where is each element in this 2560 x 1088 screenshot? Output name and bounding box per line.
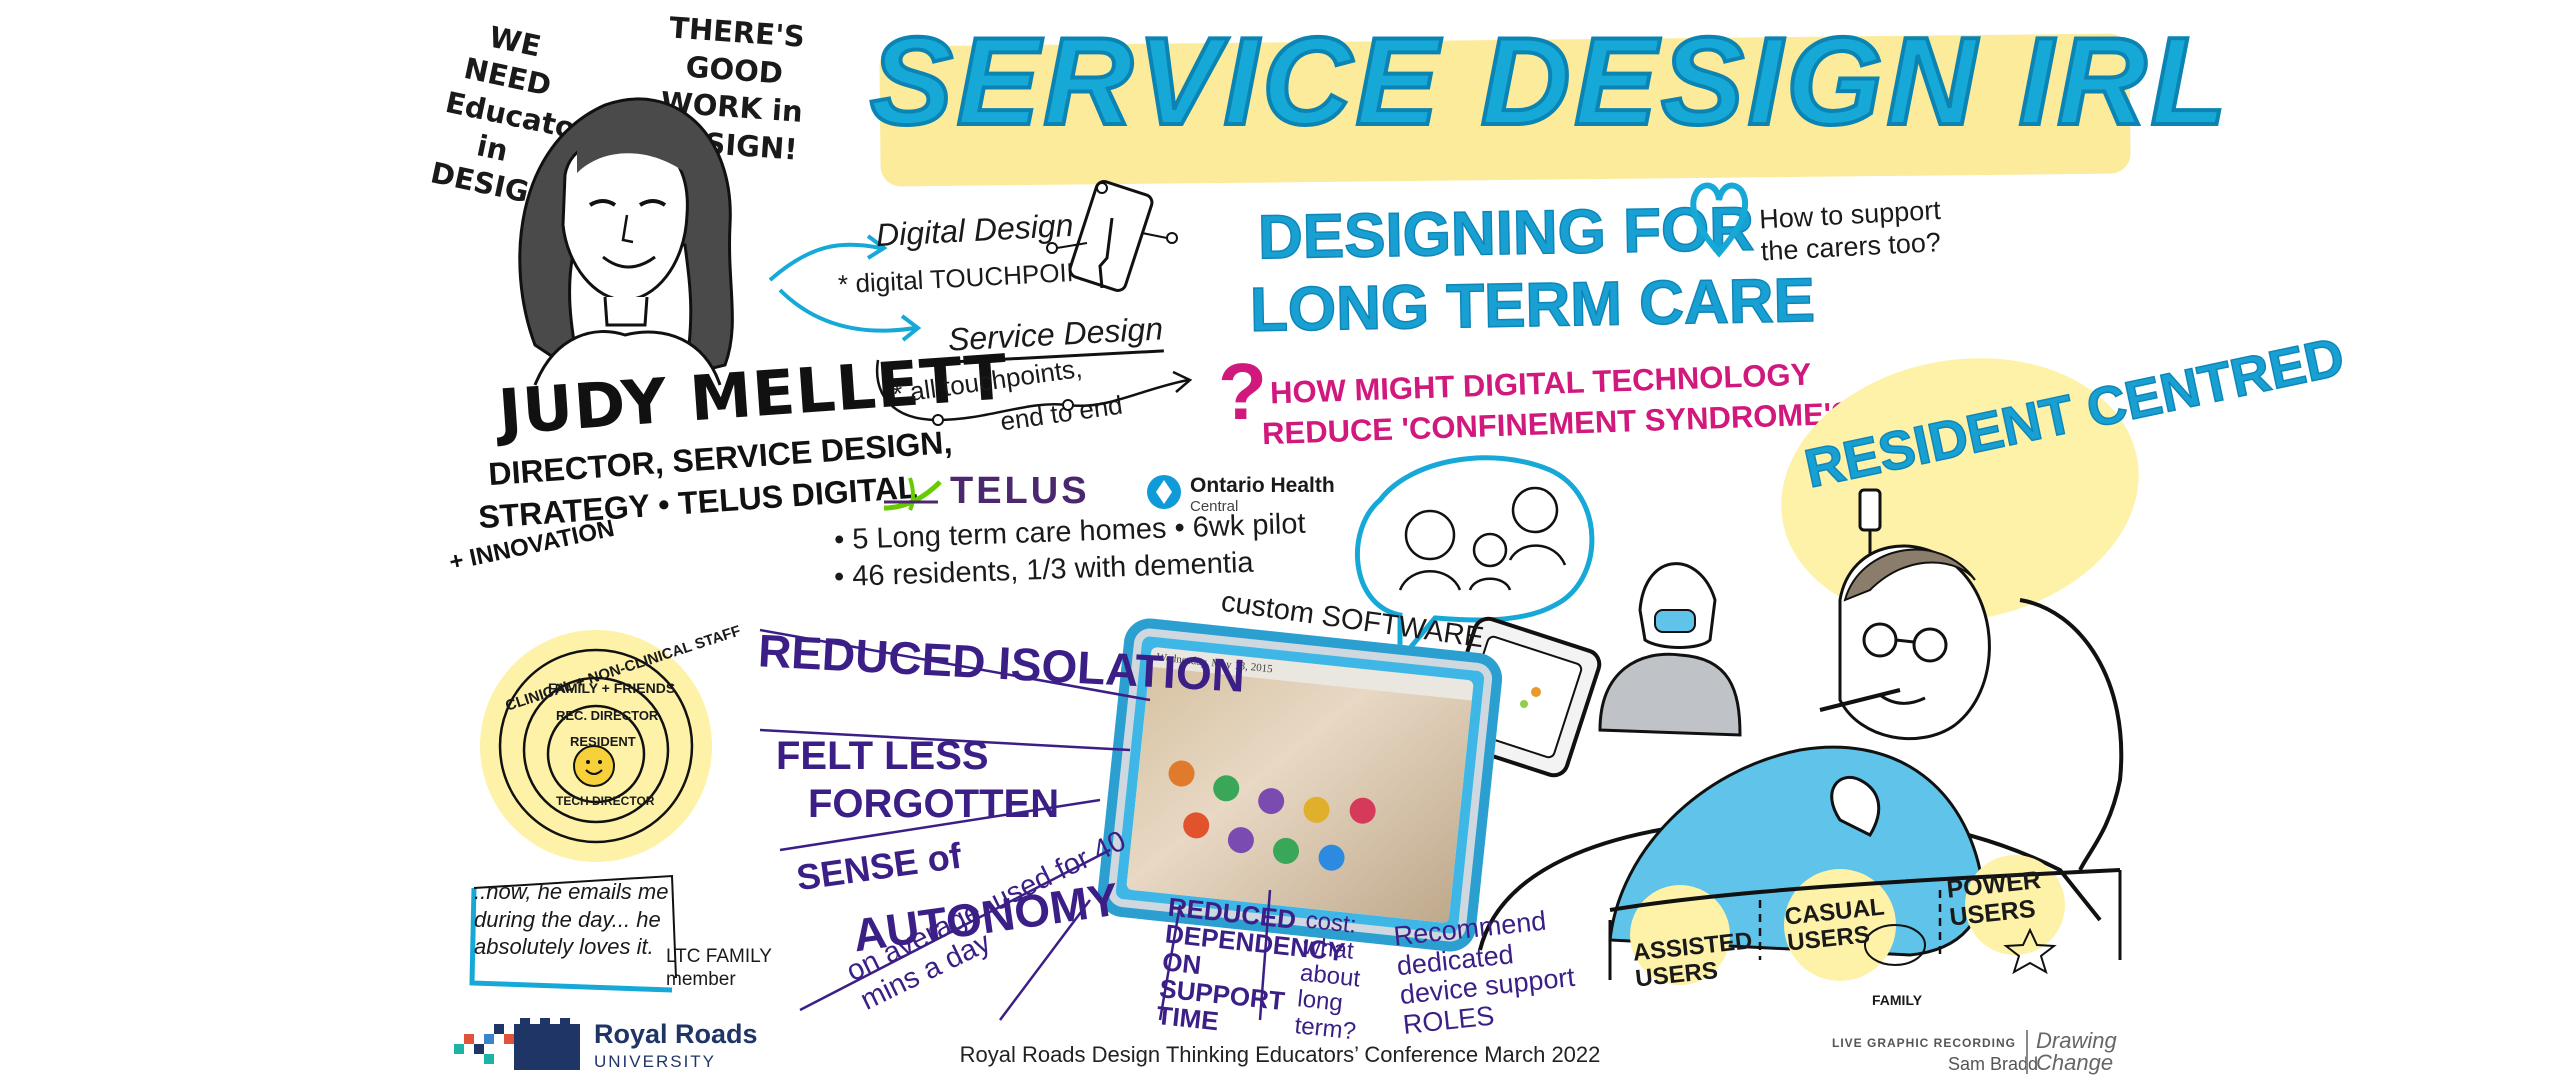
ontario-health-sub: Central	[1190, 498, 1239, 515]
carers-note: How to support the carers too?	[1758, 195, 1942, 267]
touchscreen-icon	[1046, 180, 1178, 292]
question-mark-icon: ?	[1218, 347, 1267, 436]
stakeholder-circles	[480, 630, 712, 862]
live-recording-label: LIVE GRAPHIC RECORDING	[1832, 1036, 2017, 1050]
arrows-to-design	[768, 234, 922, 342]
long-term-care-line-2: LONG TERM CARE	[1249, 265, 1816, 345]
artist-name: Sam Bradd	[1948, 1054, 2039, 1074]
conference-caption: Royal Roads Design Thinking Educators’ C…	[959, 1042, 1601, 1067]
circle-ring-tech: TECH DIRECTOR	[556, 794, 655, 808]
user-type-assisted: ASSISTED USERS	[1631, 927, 1754, 993]
royal-roads-university: UNIVERSITY	[594, 1052, 717, 1071]
footer-divider	[2026, 1030, 2028, 1074]
journey-line	[875, 359, 1193, 426]
user-types-bar	[1608, 855, 2122, 985]
testimonial-source: LTC FAMILY member	[666, 946, 772, 990]
royal-roads-name: Royal Roads	[594, 1019, 758, 1049]
outcome-cost: cost: what about long term?	[1293, 906, 1362, 1045]
testimonial-quote: ..now, he emails me during the day... he…	[474, 879, 669, 959]
ontario-health-icon	[1147, 475, 1181, 509]
outcome-recommend: Recommend dedicated device support ROLES	[1392, 905, 1577, 1040]
drawing-change-line-2: Change	[2036, 1050, 2114, 1075]
user-type-casual: CASUAL USERS	[1783, 893, 1886, 957]
outcome-lines	[759, 628, 1272, 1021]
page-title: SERVICE DESIGN IRL	[868, 13, 2231, 151]
ontario-health-name: Ontario Health	[1190, 474, 1335, 497]
family-thought-bubble	[1354, 455, 1595, 667]
telus-wordmark: TELUS	[950, 470, 1090, 512]
outcome-dependency: REDUCED DEPENDENCY ON SUPPORT TIME	[1155, 891, 1346, 1037]
drawing-change-logo: Drawing Change	[2036, 1030, 2117, 1074]
heart-icon	[1690, 182, 1749, 258]
circle-center-resident: RESIDENT	[570, 734, 636, 749]
outcome-forgotten-2: FORGOTTEN	[808, 782, 1060, 826]
royal-roads-logo-icon	[454, 1018, 580, 1070]
user-type-power: POWER USERS	[1945, 865, 2043, 932]
drawing-change-line-1: Drawing	[2036, 1028, 2117, 1053]
outcome-forgotten-1: FELT LESS	[776, 734, 989, 778]
telus-logo-icon	[883, 477, 942, 511]
speaker-portrait	[518, 97, 734, 386]
circle-ring-rec: REC. DIRECTOR	[556, 708, 659, 723]
testimonial-frame	[469, 874, 677, 993]
long-term-care-line-1: DESIGNING FOR	[1257, 194, 1756, 273]
circle-ring-family: FAMILY + FRIENDS	[548, 680, 676, 696]
user-type-family: FAMILY	[1872, 992, 1923, 1008]
